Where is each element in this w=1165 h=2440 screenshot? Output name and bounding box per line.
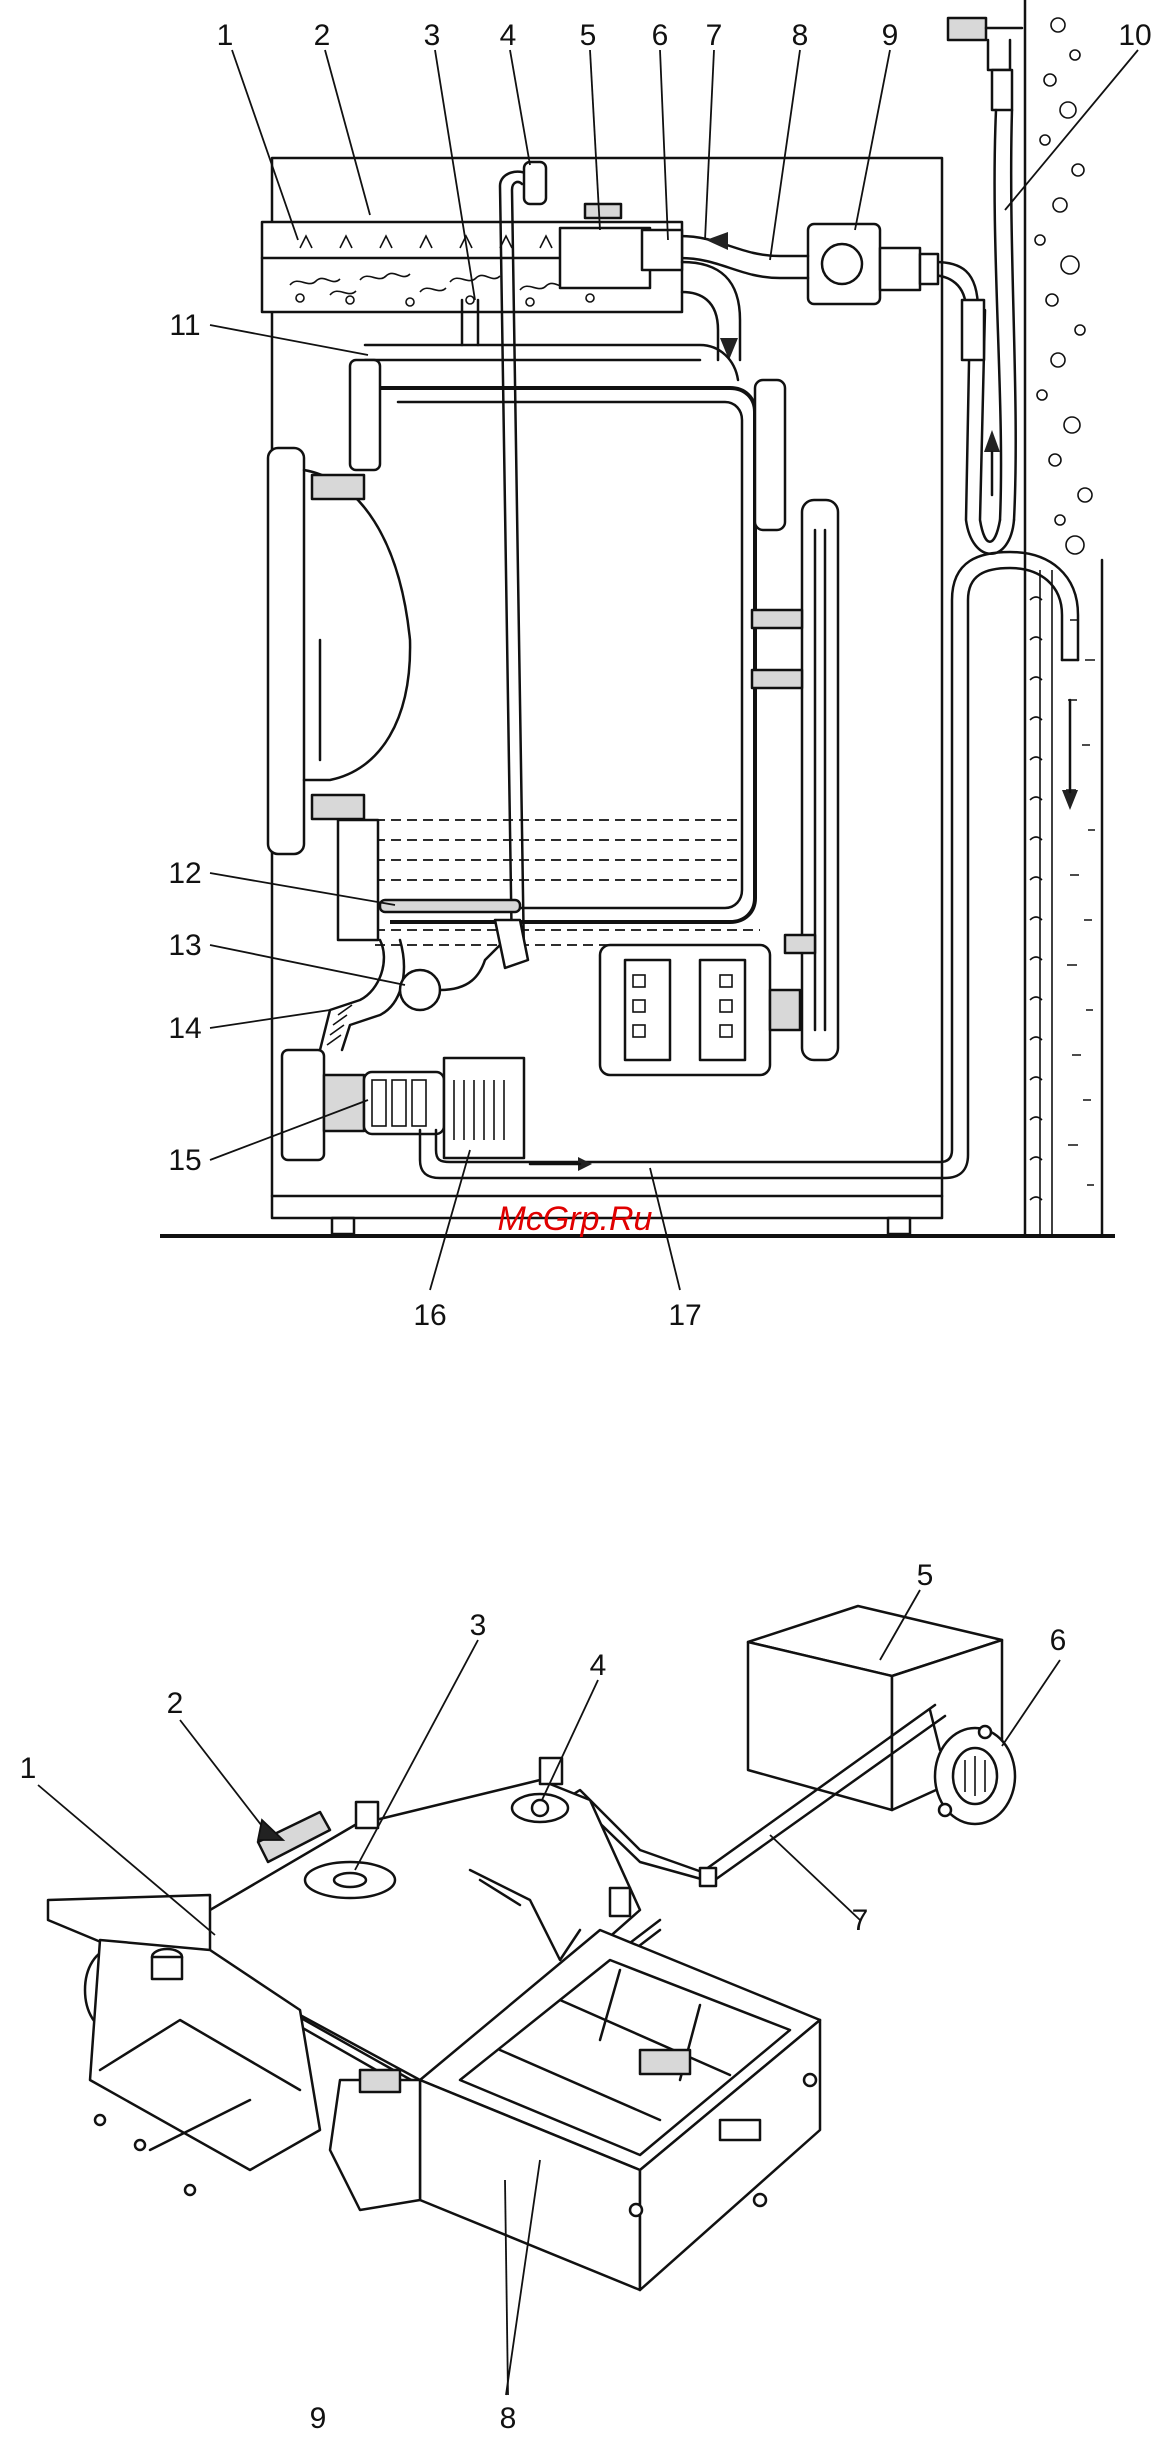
callout-top-3: 3 — [424, 19, 441, 52]
callout-top-17: 17 — [668, 1299, 701, 1332]
callout-top-5: 5 — [580, 19, 597, 52]
callout-bottom-3: 3 — [470, 1609, 487, 1642]
control-module — [748, 1606, 1015, 1824]
door — [268, 448, 410, 854]
drain-hose-internal — [320, 940, 500, 1050]
callout-top-11: 11 — [169, 309, 200, 342]
callout-top-16: 16 — [413, 1299, 446, 1332]
callout-bottom-5: 5 — [917, 1559, 934, 1592]
callout-top-12: 12 — [168, 857, 201, 890]
watermark: McGrp.Ru — [498, 1200, 653, 1238]
callout-bottom-4: 4 — [590, 1649, 607, 1682]
callout-bottom-1: 1 — [20, 1752, 37, 1785]
flow-arrow-tub — [720, 338, 738, 360]
callout-top-13: 13 — [168, 929, 201, 962]
callout-bottom-8: 8 — [500, 2402, 517, 2435]
callout-top-2: 2 — [314, 19, 331, 52]
foot-right — [888, 1218, 910, 1234]
callout-top-6: 6 — [652, 19, 669, 52]
wall — [1025, 0, 1102, 1236]
callout-bottom-6: 6 — [1050, 1624, 1067, 1657]
callout-top-9: 9 — [882, 19, 899, 52]
door-bellows — [312, 360, 380, 940]
washing-machine-section-figure: 1 2 3 4 5 6 7 8 9 10 11 12 13 14 15 16 1… — [160, 0, 1152, 1332]
motor — [600, 935, 815, 1075]
heater — [380, 900, 528, 968]
callout-top-7: 7 — [706, 19, 723, 52]
callout-top-1: 1 — [217, 19, 234, 52]
drain-pump — [282, 1050, 524, 1160]
callout-top-4: 4 — [500, 19, 517, 52]
flow-arrow-inlet — [706, 232, 728, 250]
foot-left — [332, 1218, 354, 1234]
detergent-dispenser — [262, 204, 682, 312]
callout-top-15: 15 — [168, 1144, 201, 1177]
callout-top-8: 8 — [792, 19, 809, 52]
callout-top-10: 10 — [1118, 19, 1151, 52]
tub — [375, 388, 760, 945]
callout-top-14: 14 — [168, 1012, 201, 1045]
water-tap — [948, 18, 1022, 110]
dispenser-assembly-figure: 1 2 3 4 5 6 7 8 9 — [20, 1559, 1067, 2435]
inlet-valve — [808, 224, 938, 304]
callout-bottom-7: 7 — [852, 1904, 869, 1937]
callout-bottom-9: 9 — [310, 2402, 327, 2435]
callout-bottom-2: 2 — [167, 1687, 184, 1720]
